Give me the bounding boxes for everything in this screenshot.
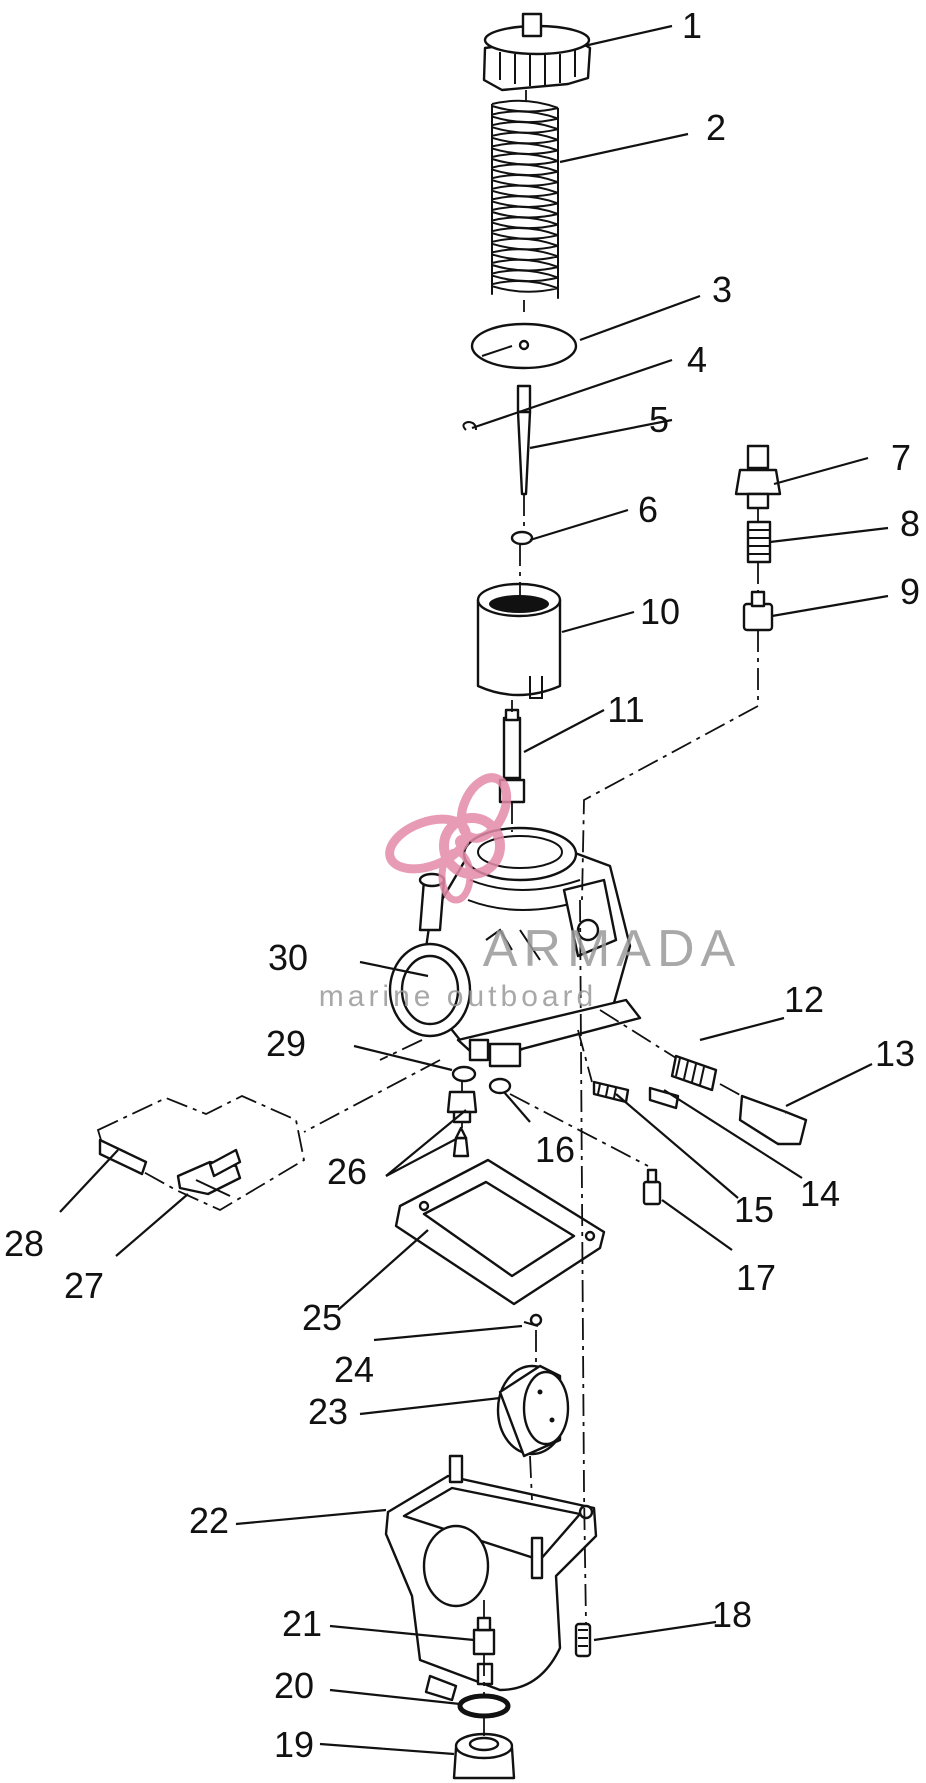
part-16-washer — [488, 1077, 512, 1095]
callout-label-16: 16 — [535, 1129, 575, 1170]
part-9-plunger — [742, 590, 774, 632]
callout-label-14: 14 — [800, 1173, 840, 1214]
callout-label-21: 21 — [282, 1603, 322, 1644]
callout-label-4: 4 — [687, 339, 707, 380]
part-18-screw — [574, 1622, 592, 1658]
part-17-jet — [642, 1168, 662, 1206]
part-5-needle — [516, 384, 532, 496]
callout-label-27: 27 — [64, 1265, 104, 1306]
part-8-spring — [746, 520, 772, 564]
part-25-gasket — [394, 1158, 606, 1306]
part-21-main-jet — [472, 1616, 496, 1656]
part-19-drain-plug — [452, 1732, 516, 1780]
callout-label-2: 2 — [706, 107, 726, 148]
part-4-clip — [462, 420, 477, 431]
callout-label-3: 3 — [712, 269, 732, 310]
callout-label-5: 5 — [649, 399, 669, 440]
part-13-throttle-stop-screw — [738, 1094, 808, 1146]
part-10-throttle-valve — [476, 582, 562, 699]
callout-label-28: 28 — [4, 1223, 44, 1264]
callout-label-18: 18 — [712, 1594, 752, 1635]
callout-label-1: 1 — [682, 5, 702, 46]
callout-label-10: 10 — [640, 591, 680, 632]
callout-label-6: 6 — [638, 489, 658, 530]
callout-label-20: 20 — [274, 1665, 314, 1706]
part-1-cap — [482, 12, 592, 92]
watermark-brand: ARMADA — [483, 920, 741, 978]
callout-label-22: 22 — [189, 1500, 229, 1541]
callout-labels: 1 2 3 4 5 6 7 8 9 10 11 12 13 14 15 16 1… — [4, 5, 920, 1765]
callout-label-7: 7 — [891, 437, 911, 478]
part-3-plate — [470, 322, 578, 370]
callout-label-19: 19 — [274, 1724, 314, 1765]
part-26-float-valve — [446, 1090, 478, 1158]
callout-label-12: 12 — [784, 979, 824, 1020]
callout-label-9: 9 — [900, 571, 920, 612]
watermark-tagline: marine outboard — [319, 980, 597, 1013]
callout-label-13: 13 — [875, 1033, 915, 1074]
part-20-o-ring — [457, 1693, 511, 1719]
part-12-spring — [670, 1054, 718, 1092]
part-27-28-choke-bracket — [96, 1095, 306, 1212]
part-23-float — [496, 1364, 570, 1458]
callout-label-24: 24 — [334, 1349, 374, 1390]
callout-label-30: 30 — [268, 937, 308, 978]
part-6-washer — [510, 530, 534, 546]
callout-label-15: 15 — [734, 1189, 774, 1230]
part-22-float-bowl — [384, 1454, 598, 1702]
part-7-pilot-screw — [734, 444, 782, 510]
callout-label-17: 17 — [736, 1257, 776, 1298]
leader-lines — [59, 24, 889, 1756]
callout-label-23: 23 — [308, 1391, 348, 1432]
callout-label-25: 25 — [302, 1297, 342, 1338]
callout-label-11: 11 — [607, 689, 644, 730]
callout-label-26: 26 — [327, 1151, 367, 1192]
callout-label-8: 8 — [900, 503, 920, 544]
propeller-logo-icon — [385, 773, 512, 904]
part-24-pin-head — [529, 1313, 543, 1327]
part-2-spring — [491, 99, 559, 299]
callout-label-29: 29 — [266, 1023, 306, 1064]
part-29-washer — [451, 1065, 477, 1083]
armada-watermark: ARMADA marine outboard — [319, 773, 741, 1013]
alignment-lines — [303, 90, 759, 1736]
